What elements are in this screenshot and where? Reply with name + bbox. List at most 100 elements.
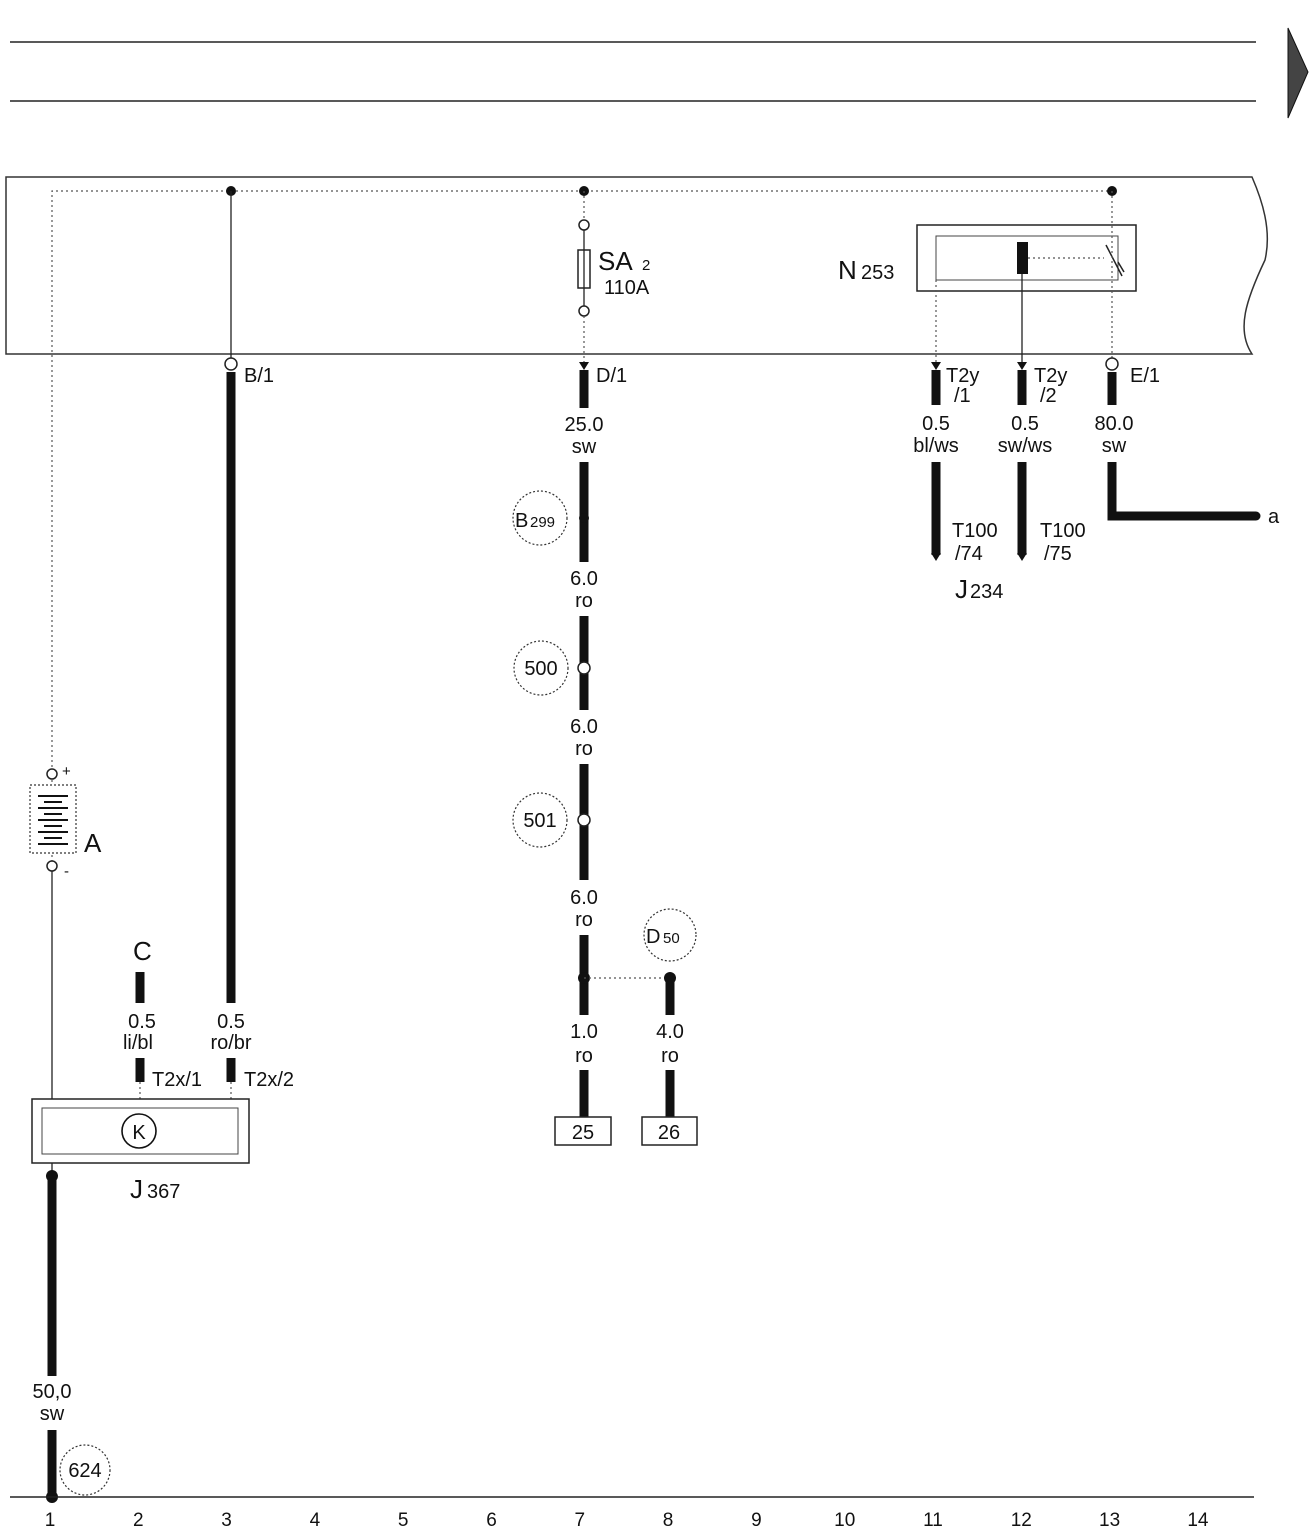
ref-box-26-label: 26 <box>658 1122 680 1144</box>
wire-t2y1-size: 0.5 <box>922 413 950 435</box>
connector-500-label: 500 <box>524 658 557 680</box>
connector-501-node <box>577 813 591 827</box>
connector-d50-label: D <box>646 926 660 948</box>
connector-624-label: 624 <box>68 1460 101 1482</box>
relay-n253-inner <box>935 235 1119 281</box>
track-number: 10 <box>834 1510 855 1531</box>
pin-t2y1-arrow-icon <box>931 362 941 370</box>
pin-t100-74-sub: /74 <box>955 543 983 565</box>
pin-t100-75-arrow-icon <box>1017 553 1027 561</box>
continuation-a-label: a <box>1268 506 1280 528</box>
relay-switch-icon <box>1105 244 1123 277</box>
track-number: 2 <box>133 1510 144 1531</box>
track-number: 9 <box>751 1510 762 1531</box>
control-unit-j234-sub: 234 <box>970 581 1003 603</box>
pin-e1-label: E/1 <box>1130 365 1160 387</box>
fuse-label: SA <box>598 246 633 276</box>
connector-b299-label: B <box>515 510 528 532</box>
pin-b1[interactable] <box>224 357 238 371</box>
wire-501-color: ro <box>575 909 593 931</box>
wire-t2y2-color: sw/ws <box>998 435 1052 457</box>
battery-minus-terminal <box>46 860 58 872</box>
track-number: 14 <box>1187 1510 1209 1531</box>
connector-d50-sub: 50 <box>663 930 680 947</box>
pin-t100-74-label: T100 <box>952 520 998 542</box>
track-number: 1 <box>45 1510 56 1531</box>
connector-500[interactable] <box>513 640 569 696</box>
battery-plus-terminal <box>46 768 58 780</box>
pin-t2y2-arrow-icon <box>1017 362 1027 370</box>
wire-500-color: ro <box>575 738 593 760</box>
track-number: 3 <box>221 1510 232 1531</box>
battery-plus-label: + <box>62 763 71 780</box>
wire-25-color: ro <box>575 1045 593 1067</box>
track-number: 7 <box>575 1510 586 1531</box>
relay-switch-contact <box>1117 261 1125 273</box>
wire-26-size: 4.0 <box>656 1021 684 1043</box>
connector-624[interactable] <box>59 1444 111 1496</box>
relay-label: N <box>838 255 857 285</box>
track-number: 6 <box>486 1510 497 1531</box>
wire-e1-end-node <box>1251 511 1261 521</box>
pin-t100-75-label: T100 <box>1040 520 1086 542</box>
pin-t100-74-arrow-icon <box>931 553 941 561</box>
connector-501[interactable] <box>512 792 568 848</box>
pin-e1[interactable] <box>1105 357 1119 371</box>
fuse-terminal-top <box>578 219 590 231</box>
pin-t100-75-sub: /75 <box>1044 543 1072 565</box>
pin-b1-label: B/1 <box>244 365 274 387</box>
control-unit-j367-inner <box>41 1107 239 1155</box>
wire-c-size: 0.5 <box>128 1011 156 1033</box>
connector-501-label: 501 <box>523 810 556 832</box>
wire-25-size: 1.0 <box>570 1021 598 1043</box>
pin-t2y1-label: T2y <box>946 365 979 387</box>
wire-e1[interactable] <box>1107 462 1256 521</box>
battery-cells-icon <box>38 795 68 845</box>
pin-t2y2-sub: /2 <box>1040 385 1057 407</box>
wire-t2y1-color: bl/ws <box>913 435 959 457</box>
connector-b299-node <box>579 513 589 523</box>
wire-t2y2-size: 0.5 <box>1011 413 1039 435</box>
fuse-rating: 110A <box>604 277 650 299</box>
relay-label-sub: 253 <box>861 262 894 284</box>
fuse-box-outline <box>5 176 1269 355</box>
control-unit-j367-sub: 367 <box>147 1181 180 1203</box>
positive-bus-dotted <box>51 190 1112 872</box>
ref-box-25[interactable] <box>554 1116 612 1146</box>
fuse-label-sub: 2 <box>642 257 650 274</box>
wire-b299-color: ro <box>575 590 593 612</box>
pin-d1-arrow-icon <box>579 362 589 370</box>
battery-minus-label: - <box>64 863 69 880</box>
track-number: 8 <box>663 1510 674 1531</box>
pin-d1-label: D/1 <box>596 365 627 387</box>
connector-b299[interactable] <box>512 490 568 546</box>
wire-501-size: 6.0 <box>570 887 598 909</box>
wire-b1-color: ro/br <box>210 1032 251 1054</box>
wire-b299-size: 6.0 <box>570 568 598 590</box>
pin-t2y1-sub: /1 <box>954 385 971 407</box>
connector-b299-sub: 299 <box>530 514 555 531</box>
track-number: 12 <box>1011 1510 1032 1531</box>
ref-box-26[interactable] <box>641 1116 698 1146</box>
control-unit-j367-symbol: K <box>132 1122 146 1144</box>
ground-c-label: C <box>133 936 152 966</box>
pin-t2x1-label: T2x/1 <box>152 1069 202 1091</box>
wire-ground-size: 50,0 <box>33 1381 72 1403</box>
battery-label: A <box>84 828 102 858</box>
connector-500-node <box>577 661 591 675</box>
wire-26-color: ro <box>661 1045 679 1067</box>
track-number: 4 <box>310 1510 321 1531</box>
control-unit-j367-symbol-icon <box>121 1113 157 1149</box>
pin-t2x2-label: T2x/2 <box>244 1069 294 1091</box>
relay-coil-icon <box>1017 242 1028 274</box>
next-page-arrow-icon[interactable] <box>1287 27 1309 119</box>
wire-d1-size: 25.0 <box>565 414 604 436</box>
wire-e1-color: sw <box>1102 435 1127 457</box>
wire-500-size: 6.0 <box>570 716 598 738</box>
control-unit-j367-label: J <box>130 1174 143 1204</box>
ref-box-25-label: 25 <box>572 1122 594 1144</box>
wire-e1-size: 80.0 <box>1095 413 1134 435</box>
connector-d50[interactable] <box>643 908 697 962</box>
